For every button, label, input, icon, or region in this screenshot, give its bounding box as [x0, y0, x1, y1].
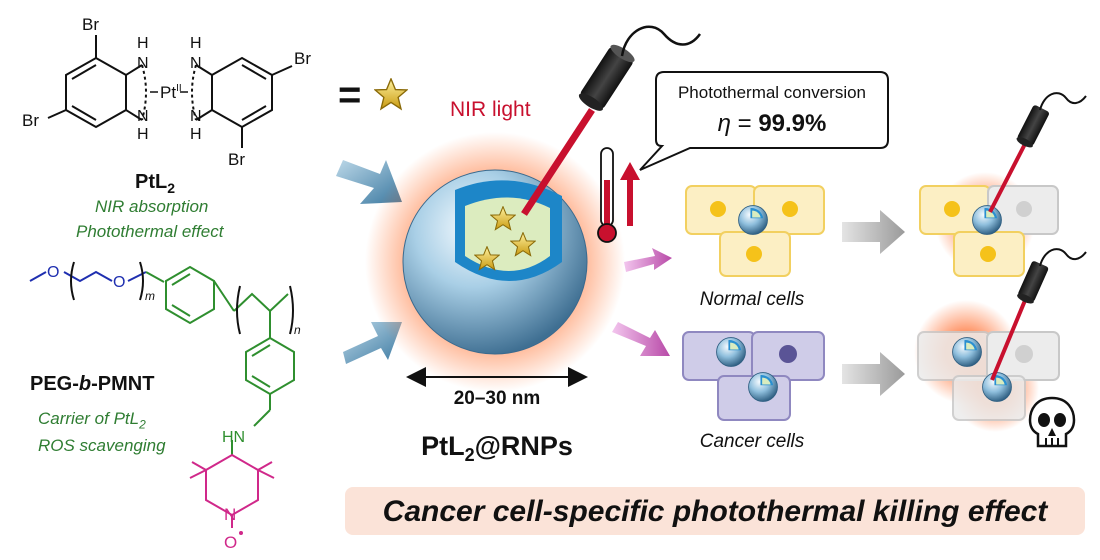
laser-device-icon — [1017, 261, 1049, 304]
ptl2-left-ring — [65, 56, 127, 129]
pink-arrow-normal — [624, 248, 672, 272]
eta-equals: = — [730, 110, 759, 137]
polymer-property-carrier: Carrier of PtL2 — [38, 410, 146, 430]
pmnt-phenyl-ring-2 — [245, 336, 295, 396]
ptl2-n-top-left: N — [137, 55, 149, 72]
conclusion-banner-text: Cancer cell-specific photothermal killin… — [382, 495, 1048, 528]
cancer-cell-after-nanoparticle-1 — [952, 337, 982, 367]
ptl2-h-top-right: H — [190, 35, 202, 52]
thermometer-icon — [597, 147, 617, 243]
radical-dot — [239, 531, 243, 535]
ptl2-structure — [47, 35, 293, 148]
polymer-property-carrier-sub: 2 — [139, 417, 146, 432]
laser-cable — [620, 25, 702, 57]
ptl2-name: PtL2 — [135, 171, 175, 196]
polymer-property-carrier-text: Carrier of PtL — [38, 409, 140, 428]
peg-segment — [29, 261, 147, 301]
normal-cells-before — [685, 185, 825, 277]
ptl2-n-top-right: N — [190, 55, 202, 72]
pmnt-phenyl-ring-1 — [165, 265, 215, 325]
tempo-oxygen-radical: O — [224, 533, 237, 552]
nanoparticle-core — [465, 197, 550, 271]
normal-cells-after — [919, 92, 1087, 277]
peg-oxygen-2: O — [113, 274, 125, 291]
normal-cell-nanoparticle — [738, 205, 768, 235]
star-icon — [374, 78, 408, 110]
pmnt-amine-label: HN — [222, 429, 245, 446]
polymer-property-ros: ROS scavenging — [38, 436, 166, 455]
ptl2-property-photothermal: Photothermal effect — [76, 222, 224, 241]
cancer-cells-after — [914, 248, 1087, 432]
callout-title: Photothermal conversion — [677, 83, 867, 102]
cancer-laser-beam — [990, 297, 1028, 381]
laser-device-icon — [1016, 105, 1049, 148]
cancer-cells-label: Cancer cells — [700, 431, 805, 452]
ptl2-pt-atom: PtII — [160, 83, 182, 102]
gray-arrow-cancer — [842, 352, 905, 396]
ptl2-h-bottom-right: H — [190, 126, 202, 143]
equals-sign: = — [338, 73, 361, 117]
ptl2-h-top-left: H — [137, 35, 149, 52]
ptl2-n-bottom-left: N — [137, 108, 149, 125]
ptl2-br-top-right: Br — [294, 49, 311, 68]
ptl2-right-ring — [211, 56, 273, 129]
temperature-up-arrow — [620, 162, 640, 226]
pink-arrow-cancer — [612, 322, 670, 356]
eta-value: 99.9% — [758, 110, 827, 137]
particle-size-label: 20–30 nm — [454, 388, 541, 409]
ptl2-h-bottom-left: H — [137, 126, 149, 143]
nir-light-label: NIR light — [450, 98, 531, 121]
skull-icon — [1028, 396, 1076, 448]
particle-name: PtL2@RNPs — [421, 431, 573, 465]
ptl2-property-nir: NIR absorption — [95, 197, 209, 216]
normal-cell-after-nanoparticle — [972, 205, 1002, 235]
ptl2-br-bottom-left: Br — [22, 111, 39, 130]
laser-device-icon — [578, 44, 635, 111]
ptl2-br-top-left: Br — [82, 15, 99, 34]
peg-oxygen-1: O — [47, 264, 59, 281]
normal-laser-beam — [988, 141, 1028, 213]
ptl2-br-bottom-right: Br — [228, 150, 245, 169]
tempo-segment — [189, 453, 275, 528]
gray-arrow-normal — [842, 210, 905, 254]
cancer-cell-after-nanoparticle-2 — [982, 372, 1012, 402]
polymer-name: PEG-b-PMNT — [30, 373, 154, 395]
cancer-cell-nanoparticle-1 — [716, 337, 746, 367]
laser-cable — [1039, 92, 1087, 111]
laser-cable — [1039, 248, 1087, 267]
pmnt-subscript-n: n — [294, 323, 301, 337]
pmnt-segment — [145, 265, 295, 455]
nir-laser-beam — [521, 108, 595, 216]
conclusion-banner — [345, 487, 1085, 535]
cancer-cell-nanoparticle-2 — [748, 372, 778, 402]
ptl2-n-bottom-right: N — [190, 108, 202, 125]
cancer-cells-before — [682, 331, 825, 421]
tempo-nitrogen: N — [224, 505, 236, 524]
normal-cells-label: Normal cells — [700, 289, 805, 310]
eta-symbol: η — [717, 110, 731, 137]
callout-bubble — [639, 71, 889, 171]
peg-subscript-m: m — [145, 289, 155, 303]
efficiency-value: η = 99.9% — [668, 110, 876, 138]
